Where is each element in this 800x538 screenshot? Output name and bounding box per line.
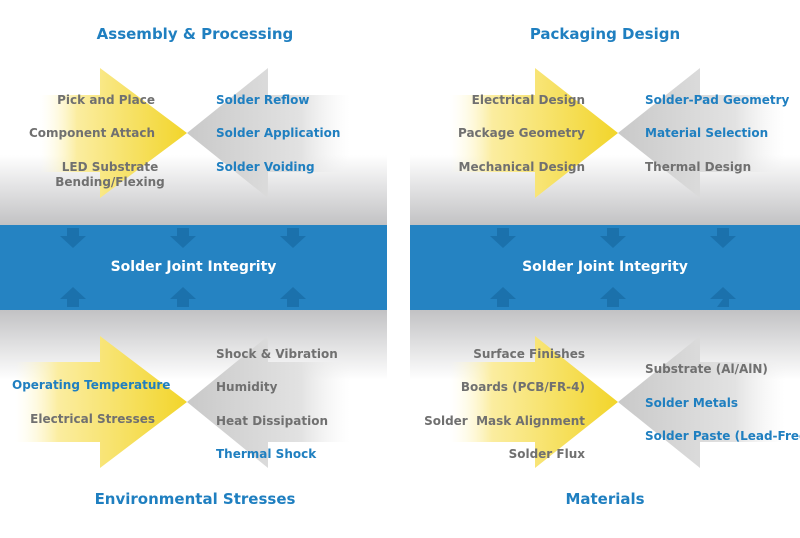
- up-arrow-6: [710, 287, 736, 307]
- item-boards-pcb: Boards (PCB/FR-4): [460, 380, 585, 394]
- item-electrical-design: Electrical Design: [471, 93, 585, 107]
- down-arrow-1: [60, 228, 86, 248]
- item-led-substrate-bending: LED Substrate Bending/Flexing: [55, 160, 165, 189]
- up-arrows: [60, 287, 736, 307]
- materials-gray-arrow: [618, 336, 785, 468]
- title-packaging-design: Packaging Design: [529, 25, 681, 43]
- down-arrow-5: [600, 228, 626, 248]
- item-solder-metals: Solder Metals: [645, 396, 738, 410]
- up-arrow-5: [600, 287, 626, 307]
- down-arrow-4: [490, 228, 516, 248]
- title-environmental-stresses: Environmental Stresses: [94, 490, 296, 508]
- packaging-gray-arrow: [618, 68, 785, 198]
- item-electrical-stresses: Electrical Stresses: [30, 412, 155, 426]
- environmental-arrows: [15, 336, 350, 468]
- item-component-attach: Component Attach: [28, 126, 155, 140]
- item-thermal-shock: Thermal Shock: [216, 447, 317, 461]
- materials-yellow-arrow: [450, 336, 618, 468]
- item-solder-pad-geometry: Solder-Pad Geometry: [645, 93, 790, 107]
- title-materials: Materials: [565, 490, 645, 508]
- down-arrow-6: [710, 228, 736, 248]
- item-humidity: Humidity: [216, 380, 278, 394]
- packaging-yellow-arrow: [450, 68, 618, 198]
- down-arrow-2: [170, 228, 196, 248]
- item-material-selection: Material Selection: [645, 126, 769, 140]
- down-arrows: [60, 228, 736, 248]
- item-solder-application: Solder Application: [216, 126, 341, 140]
- item-solder-reflow: Solder Reflow: [216, 93, 310, 107]
- up-arrow-2: [170, 287, 196, 307]
- materials-arrows: [450, 336, 785, 468]
- item-solder-flux: Solder Flux: [508, 447, 585, 461]
- title-assembly-processing: Assembly & Processing: [96, 25, 294, 43]
- assembly-yellow-arrow: [40, 68, 187, 198]
- band-label-left: Solder Joint Integrity: [110, 259, 277, 275]
- up-arrow-4: [490, 287, 516, 307]
- item-mechanical-design: Mechanical Design: [458, 160, 585, 174]
- item-heat-dissipation: Heat Dissipation: [216, 414, 328, 428]
- environmental-gray-arrow: [187, 336, 350, 468]
- item-surface-finishes: Surface Finishes: [473, 347, 585, 361]
- item-thermal-design: Thermal Design: [645, 160, 752, 174]
- item-solder-mask-alignment: Solder Mask Alignment: [424, 414, 585, 428]
- down-arrow-3: [280, 228, 306, 248]
- up-arrow-1: [60, 287, 86, 307]
- band-label-right: Solder Joint Integrity: [522, 259, 688, 275]
- assembly-arrows: [40, 68, 350, 198]
- item-operating-temperature: Operating Temperature: [12, 378, 171, 392]
- packaging-arrows: [450, 68, 785, 198]
- item-shock-vibration: Shock & Vibration: [216, 347, 338, 361]
- item-pick-and-place: Pick and Place: [57, 93, 155, 107]
- assembly-gray-arrow: [187, 68, 350, 198]
- item-solder-paste-lead-free: Solder Paste (Lead-Free): [645, 429, 800, 443]
- item-substrate-al-aln: Substrate (Al/AlN): [645, 362, 768, 376]
- item-package-geometry: Package Geometry: [457, 126, 585, 140]
- environmental-yellow-arrow: [15, 336, 187, 468]
- up-arrow-3: [280, 287, 306, 307]
- item-solder-voiding: Solder Voiding: [216, 160, 315, 174]
